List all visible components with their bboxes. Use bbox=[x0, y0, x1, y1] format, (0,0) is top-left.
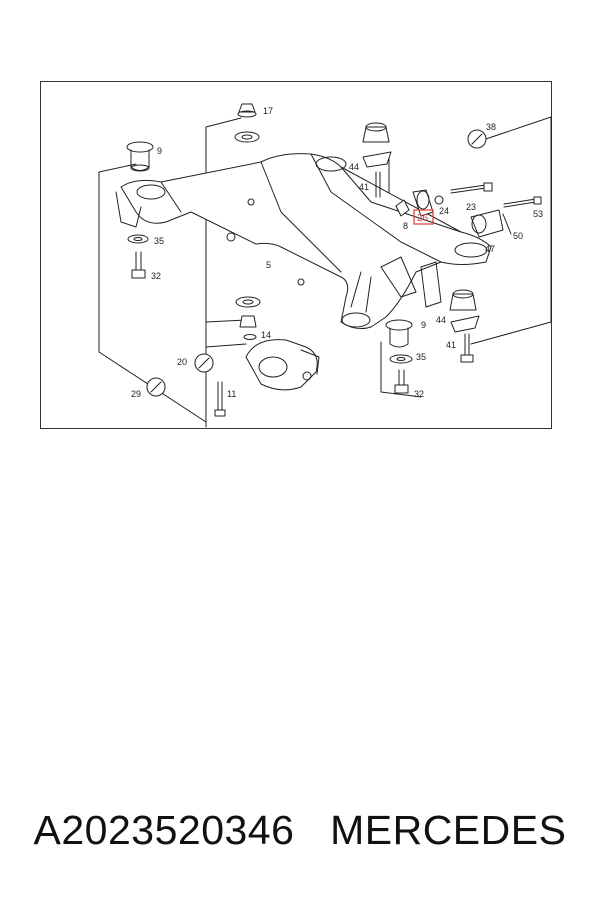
callout-38: 38 bbox=[486, 122, 496, 132]
nut-17 bbox=[234, 103, 260, 143]
callout-35b: 35 bbox=[416, 352, 426, 362]
callout-11: 11 bbox=[227, 389, 236, 399]
rear-subframe bbox=[115, 153, 492, 330]
callout-32a: 32 bbox=[151, 271, 161, 281]
mount-stack-center bbox=[214, 296, 261, 417]
bracket-line-center-top bbox=[205, 117, 242, 128]
callout-20: 20 bbox=[177, 357, 187, 367]
callout-5: 5 bbox=[266, 260, 271, 270]
callout-44b: 44 bbox=[436, 315, 446, 325]
callout-32b: 32 bbox=[414, 389, 424, 399]
callout-29: 29 bbox=[131, 389, 141, 399]
washer-35-left bbox=[127, 234, 149, 244]
bushing-group bbox=[395, 182, 542, 238]
wrench-icon-38 bbox=[467, 129, 487, 149]
callout-53: 53 bbox=[533, 209, 543, 219]
wrench-icon-29 bbox=[146, 377, 166, 397]
differential-housing bbox=[245, 339, 320, 391]
callout-9a: 9 bbox=[157, 146, 162, 156]
callout-14: 14 bbox=[261, 330, 271, 340]
callout-44a: 44 bbox=[349, 162, 359, 172]
part-caption: A2023520346 MERCEDES bbox=[0, 800, 600, 860]
bracket-line-right-bottom bbox=[470, 321, 552, 345]
callout-47: 47 bbox=[485, 244, 495, 254]
callout-17: 17 bbox=[263, 106, 273, 116]
highlight-box bbox=[413, 209, 434, 225]
bracket-line-left-top bbox=[98, 163, 137, 173]
callout-41a: 41 bbox=[359, 182, 369, 192]
bolt-32-left bbox=[131, 251, 146, 279]
callout-23: 23 bbox=[466, 202, 476, 212]
rubber-mount-center-lower bbox=[385, 319, 413, 394]
rear-subframe-exploded-diagram: 17 9 38 44 41 23 53 24 26 8 47 50 35 32 … bbox=[98, 103, 552, 428]
rubber-mount-top-right bbox=[362, 122, 392, 198]
callout-9b: 9 bbox=[421, 320, 426, 330]
bracket-line-right-lower bbox=[380, 341, 422, 398]
rubber-mount-right-lower bbox=[449, 289, 480, 363]
callout-8: 8 bbox=[403, 221, 408, 231]
callout-26: 26 bbox=[417, 213, 429, 224]
parts-diagram-frame: 17 9 38 44 41 23 53 24 26 8 47 50 35 32 … bbox=[40, 81, 552, 429]
callout-41b: 41 bbox=[446, 340, 456, 350]
bracket-line-center-mid2 bbox=[205, 343, 247, 348]
bracket-line-center-mid bbox=[205, 319, 247, 323]
rubber-mount-top-left bbox=[126, 141, 154, 172]
brand-name: MERCEDES bbox=[330, 806, 567, 853]
bracket-line-left bbox=[98, 171, 207, 423]
callout-35a: 35 bbox=[154, 236, 164, 246]
wrench-icon-20 bbox=[194, 353, 214, 373]
callout-50: 50 bbox=[513, 231, 523, 241]
callout-24: 24 bbox=[439, 206, 449, 216]
part-number: A2023520346 bbox=[33, 806, 295, 853]
